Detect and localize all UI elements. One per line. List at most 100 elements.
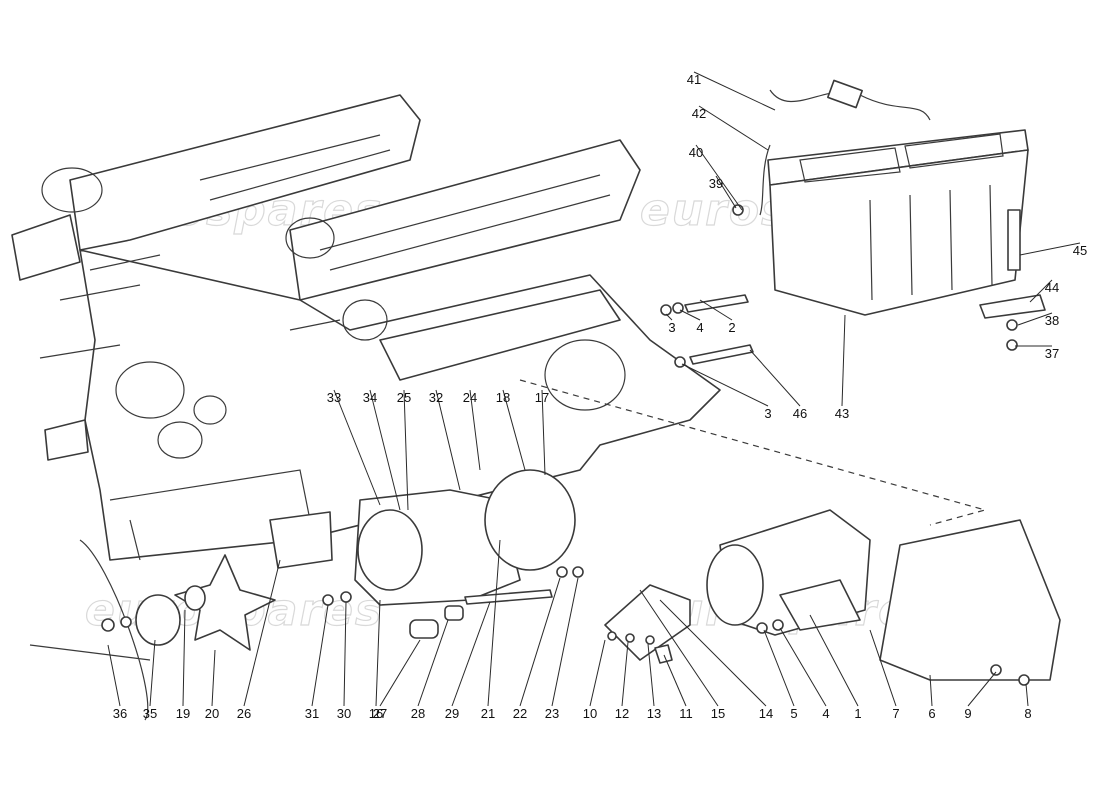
- leader-line-38: [1017, 312, 1053, 326]
- part-number-41: 41: [687, 72, 701, 87]
- part-number-40: 40: [689, 145, 703, 160]
- part-number-10: 10: [583, 706, 597, 721]
- leader-line-11: [663, 654, 687, 707]
- leader-line-9: [967, 671, 997, 707]
- part-number-12: 12: [615, 706, 629, 721]
- nut-8: [1018, 674, 1030, 686]
- rear-inlet-pipe: [11, 214, 81, 281]
- bush-28: [444, 605, 464, 621]
- part-number-19: 19: [176, 706, 190, 721]
- nut-4: [772, 619, 784, 631]
- part-number-17: 17: [535, 390, 549, 405]
- timing-cover-hole: [115, 361, 185, 419]
- part-number-23: 23: [545, 706, 559, 721]
- part-number-24: 24: [463, 390, 477, 405]
- front-cam-cover: [289, 139, 641, 301]
- mounting-bolts: [660, 294, 754, 368]
- leader-line-25: [403, 389, 409, 511]
- part-number-13: 13: [647, 706, 661, 721]
- starter-end: [706, 544, 764, 626]
- battery-drawing: [732, 79, 1046, 351]
- leader-line-34: [369, 389, 401, 511]
- part-number-14: 14: [759, 706, 773, 721]
- sump-lines: [109, 469, 311, 561]
- part-number-28: 28: [411, 706, 425, 721]
- washer-12: [625, 633, 635, 643]
- part-number-5: 5: [790, 706, 797, 721]
- starter-mount-hole: [544, 339, 626, 411]
- part-number-3a: 3: [668, 320, 675, 335]
- part-number-26: 26: [237, 706, 251, 721]
- hold-down-bracket: [979, 294, 1046, 319]
- bolt-2: [684, 294, 749, 313]
- part-number-9: 9: [964, 706, 971, 721]
- leader-line-36: [107, 644, 121, 707]
- part-number-15: 15: [711, 706, 725, 721]
- nut-10: [607, 631, 617, 641]
- leader-line-3b: [681, 363, 769, 407]
- part-number-27: 27: [373, 706, 387, 721]
- timing-cover-hole-2: [157, 421, 203, 459]
- timing-cover-hole-3: [193, 395, 227, 425]
- studs: [39, 254, 341, 359]
- leader-line-24: [469, 389, 481, 471]
- part-number-7: 7: [892, 706, 899, 721]
- nut-37: [1006, 339, 1018, 351]
- leader-line-14: [659, 599, 767, 707]
- part-number-32: 32: [429, 390, 443, 405]
- leader-line-18: [502, 389, 526, 471]
- part-number-44: 44: [1045, 280, 1059, 295]
- leader-line-12: [621, 641, 629, 707]
- water-outlet-pipe: [44, 419, 89, 461]
- leader-line-42: [698, 105, 769, 151]
- starter-drawing: [519, 379, 1061, 686]
- leader-line-44: [1029, 279, 1053, 303]
- part-number-31: 31: [305, 706, 319, 721]
- part-number-29: 29: [445, 706, 459, 721]
- alternator-rear: [484, 469, 576, 571]
- part-number-45: 45: [1073, 243, 1087, 258]
- leader-line-29: [451, 601, 491, 707]
- leader-line-17: [541, 389, 546, 476]
- part-number-3b: 3: [764, 406, 771, 421]
- alternator-bracket: [269, 511, 333, 569]
- nut-31: [322, 594, 334, 606]
- washer-3b: [674, 356, 686, 368]
- part-number-33: 33: [327, 390, 341, 405]
- leader-line-15: [639, 589, 719, 707]
- washer-5: [756, 622, 768, 634]
- part-number-1: 1: [854, 706, 861, 721]
- screw-11: [654, 644, 673, 664]
- cable-clamp: [827, 79, 863, 109]
- leader-line-23: [551, 577, 579, 707]
- leader-line-22: [519, 577, 561, 707]
- leader-line-32: [435, 389, 461, 491]
- part-number-18: 18: [496, 390, 510, 405]
- part-number-2: 2: [728, 320, 735, 335]
- washer-38: [1006, 319, 1018, 331]
- leader-line-21: [487, 539, 501, 707]
- leader-line-31: [311, 604, 329, 707]
- washer-4a: [672, 302, 684, 314]
- leader-line-35: [149, 639, 156, 707]
- leader-line-5: [763, 629, 795, 707]
- bush-27: [409, 619, 439, 639]
- pulley: [135, 594, 181, 646]
- part-number-34: 34: [363, 390, 377, 405]
- part-number-30: 30: [337, 706, 351, 721]
- leader-line-4b: [779, 627, 827, 707]
- part-number-37: 37: [1045, 346, 1059, 361]
- part-number-21: 21: [481, 706, 495, 721]
- leader-line-43: [841, 314, 846, 407]
- leader-line-30: [343, 601, 347, 707]
- leader-line-13: [647, 643, 655, 707]
- leader-line-1: [809, 614, 859, 707]
- part-number-46: 46: [793, 406, 807, 421]
- washer-35: [120, 616, 132, 628]
- leader-line-45: [1019, 242, 1081, 256]
- leader-line-26: [243, 559, 281, 707]
- alternator-front: [357, 509, 423, 591]
- washer-9: [990, 664, 1002, 676]
